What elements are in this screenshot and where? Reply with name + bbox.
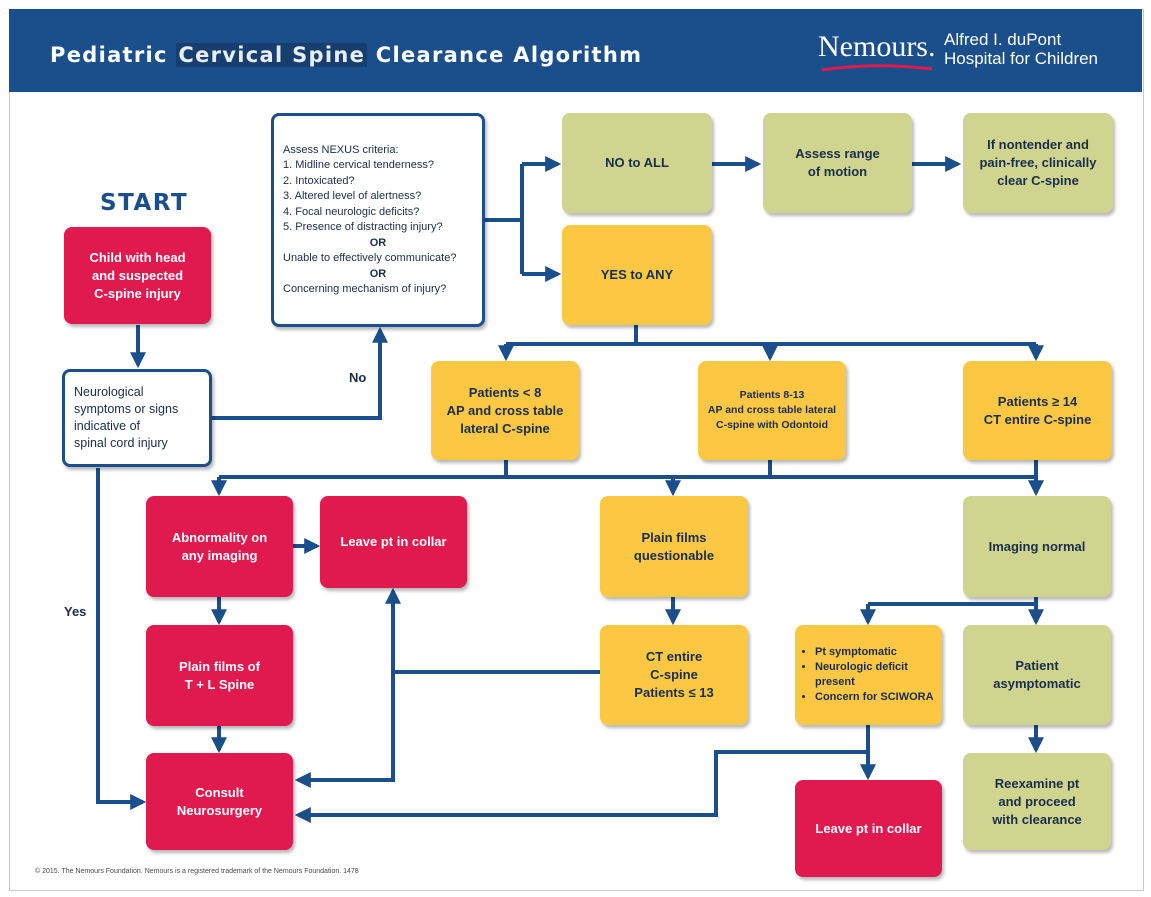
logo-swoosh-icon bbox=[821, 64, 933, 72]
yes-edge-label: Yes bbox=[64, 604, 87, 619]
no-to-all-box: NO to ALL bbox=[562, 113, 712, 213]
patient-symptomatic-box: Pt symptomatic Neurologic deficit presen… bbox=[795, 625, 942, 725]
copyright-footer: © 2015. The Nemours Foundation. Nemours … bbox=[35, 868, 359, 875]
leave-in-collar-box-1: Leave pt in collar bbox=[320, 496, 467, 588]
no-edge-label: No bbox=[349, 370, 367, 385]
hospital-name: Alfred I. duPont Hospital for Children bbox=[944, 30, 1099, 68]
bullet-item: Pt symptomatic bbox=[815, 645, 936, 660]
nemours-logo: Nemours. bbox=[818, 30, 936, 63]
yes-to-any-box: YES to ANY bbox=[562, 225, 712, 325]
start-label: START bbox=[100, 190, 189, 216]
bullet-item: Concern for SCIWORA bbox=[815, 690, 936, 705]
page-title: Pediatric Cervical Spine Clearance Algor… bbox=[50, 43, 643, 67]
nexus-criteria-box: Assess NEXUS criteria: 1. Midline cervic… bbox=[271, 113, 485, 327]
imaging-normal-box: Imaging normal bbox=[963, 496, 1111, 597]
leave-in-collar-box-2: Leave pt in collar bbox=[795, 780, 942, 877]
bullet-item: Neurologic deficit present bbox=[815, 660, 936, 690]
